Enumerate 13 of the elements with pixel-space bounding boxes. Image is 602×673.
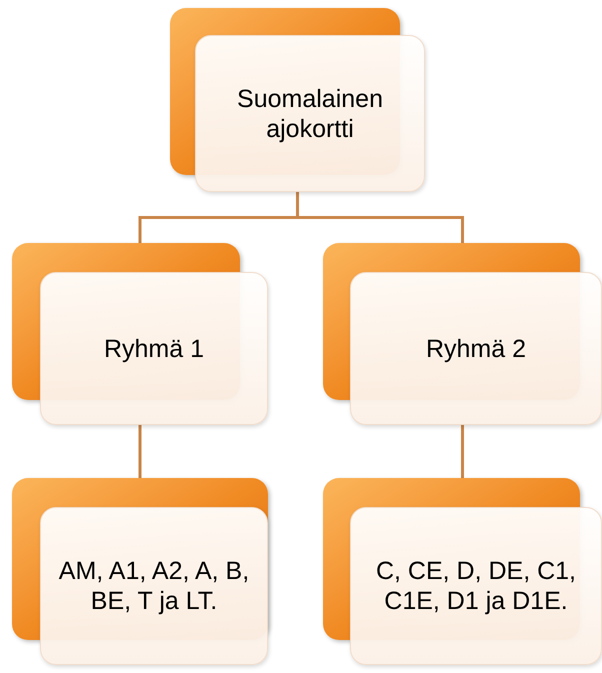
node-label: Ryhmä 1: [104, 334, 204, 364]
connector-line: [138, 425, 142, 478]
connector-line: [461, 425, 464, 478]
node-label: Suomalainen ajokortti: [236, 84, 384, 144]
node-label: AM, A1, A2, A, B, BE, T ja LT.: [58, 556, 250, 616]
stacked-card: [12, 478, 268, 665]
stacked-card: [12, 243, 268, 425]
connector-line: [296, 192, 464, 243]
node-label: C, CE, D, DE, C1, C1E, D1 ja D1E.: [374, 556, 578, 616]
stacked-card: [323, 478, 602, 665]
stacked-card: [323, 243, 602, 425]
stacked-card: [170, 8, 425, 192]
node-label: Ryhmä 2: [426, 334, 526, 364]
